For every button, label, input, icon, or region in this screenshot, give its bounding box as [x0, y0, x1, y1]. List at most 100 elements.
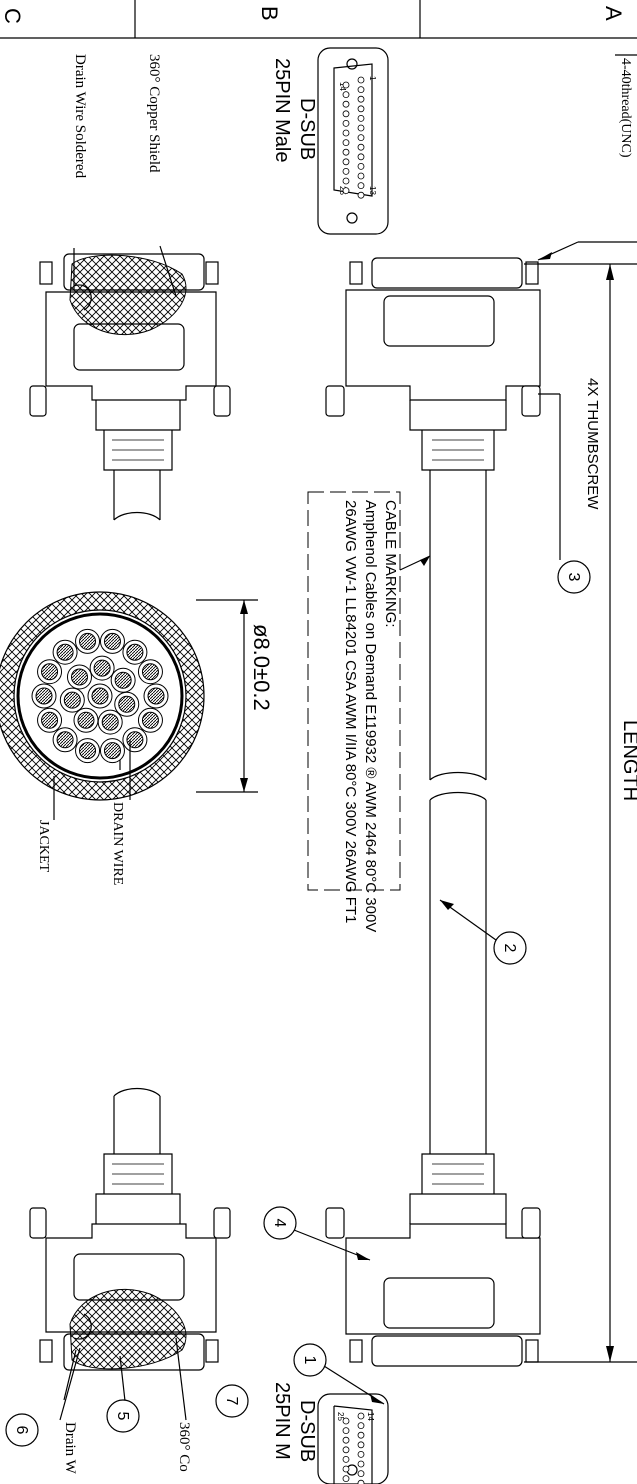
contact-pin	[357, 86, 365, 93]
conductor-core	[63, 691, 81, 709]
conductor-core	[126, 643, 144, 661]
conductor-core	[41, 663, 59, 681]
connector-right-title: D-SUB	[296, 1400, 318, 1462]
pin-label-14: 14	[338, 82, 347, 91]
copper-shield-label-right: 360° Co	[176, 1422, 192, 1472]
contact-pin	[357, 1422, 365, 1429]
conductor-core	[70, 668, 88, 686]
contact-pin	[342, 1456, 350, 1463]
conductor-core	[141, 711, 159, 729]
contact-pin	[357, 153, 365, 161]
contact-pin	[342, 1465, 350, 1473]
item-balloon-3-number: 3	[565, 573, 582, 582]
connector-left-cutaway	[29, 245, 231, 521]
item-balloon-7-number: 7	[223, 1397, 240, 1406]
contact-pin	[342, 100, 350, 108]
item-balloon-2-number: 2	[501, 944, 518, 953]
contact-pin	[357, 1412, 365, 1420]
contact-pin	[342, 120, 350, 127]
contact-pin	[342, 167, 350, 175]
conductor-core	[101, 713, 119, 731]
conductor-core	[93, 659, 111, 677]
diameter-label: ø8.0±0.2	[249, 624, 274, 711]
thread-label: 4-40thread(UNC)	[618, 58, 633, 158]
pin-label-1: 1	[368, 76, 377, 81]
item-balloon-7: 7	[215, 1384, 249, 1418]
item-balloon-5-number: 5	[114, 1412, 131, 1421]
length-label: LENGTH	[619, 720, 637, 801]
cable-marking-title: CABLE MARKING:	[382, 500, 399, 628]
contact-pin	[357, 143, 365, 151]
contact-pin	[357, 115, 365, 122]
connector-left-side-a	[325, 257, 541, 471]
contact-pin	[342, 129, 350, 137]
dsub-face-left: 1 13 14 25	[317, 47, 389, 235]
conductor-core	[126, 731, 144, 749]
item-balloon-1: 1	[293, 1343, 385, 1405]
contact-pin	[342, 1436, 350, 1444]
item-balloon-5: 5	[106, 1399, 140, 1433]
cable-marking-line1: Amphenol Cables on Demand E119932 ® AWM …	[362, 500, 379, 932]
contact-pin	[342, 91, 350, 98]
contact-pin	[342, 158, 350, 166]
conductor-core	[118, 695, 136, 713]
pin-label-14-right: 14	[366, 1412, 375, 1421]
thread-callout: 4-40thread(UNC)	[537, 54, 637, 261]
jacket-label: JACKET	[36, 820, 51, 873]
conductor-core	[35, 687, 53, 705]
conductor-core	[141, 663, 159, 681]
contact-pin	[342, 110, 350, 118]
conductor-core	[41, 711, 59, 729]
contact-pin	[357, 191, 365, 199]
connector-right-cutaway	[29, 1087, 231, 1421]
item-balloon-1-number: 1	[301, 1356, 318, 1365]
contact-pin	[357, 1470, 365, 1477]
drain-wire-label-right: Drain W	[62, 1422, 78, 1475]
zone-label-c: C	[0, 8, 25, 24]
thumbscrew-callout: 4X THUMBSCREW	[538, 378, 601, 560]
conductor-core	[79, 742, 97, 760]
connector-right-subtitle: 25PIN M	[271, 1382, 293, 1460]
conductor-core	[147, 687, 165, 705]
conductor-core	[77, 711, 95, 729]
contact-pin	[357, 76, 365, 84]
conductor-strands	[31, 628, 169, 764]
contact-pin	[357, 95, 365, 103]
cable-cross-section: ø8.0±0.2 DRAIN WIRE JACKET	[0, 591, 274, 885]
conductor-core	[56, 643, 74, 661]
contact-pin	[357, 1479, 365, 1484]
conductor-core	[79, 632, 97, 650]
contact-pin	[357, 172, 365, 180]
contact-pin	[342, 148, 350, 156]
contact-pin	[357, 1460, 365, 1468]
item-balloon-4: 4	[263, 1206, 371, 1261]
contact-pin	[357, 182, 365, 190]
dsub-face-right: 25 14	[317, 1393, 389, 1484]
pin-label-25-right: 25	[336, 1412, 345, 1421]
conductor-core	[91, 687, 109, 705]
contact-pin	[342, 1475, 350, 1482]
contact-pin	[357, 124, 365, 132]
length-dimension: LENGTH	[524, 263, 637, 1363]
contact-pin	[342, 177, 350, 185]
drain-wire-label-left: Drain Wire Soldered	[72, 54, 88, 179]
contact-pin	[342, 139, 350, 147]
copper-shield-label-left: 360° Copper Shield	[146, 54, 162, 173]
cable-marking-box: CABLE MARKING: Amphenol Cables on Demand…	[307, 491, 431, 932]
zone-label-a: A	[601, 6, 626, 21]
contact-pin	[342, 1427, 350, 1434]
conductor-core	[103, 632, 121, 650]
cable-run	[429, 470, 487, 1154]
conductor-core	[103, 742, 121, 760]
drain-wire-label: DRAIN WIRE	[110, 802, 125, 885]
cable-marking-line2: 26AWG VW-1 LL84201 CSA AWM I/IIA 80°C 30…	[342, 500, 359, 923]
contact-pin	[342, 1446, 350, 1454]
zone-label-b: B	[257, 6, 282, 21]
conductor-core	[56, 731, 74, 749]
contact-pin	[342, 187, 350, 195]
contact-pin	[357, 1431, 365, 1439]
item-balloon-3: 3	[557, 560, 591, 594]
contact-pin	[357, 1451, 365, 1458]
contact-pin	[357, 162, 365, 170]
